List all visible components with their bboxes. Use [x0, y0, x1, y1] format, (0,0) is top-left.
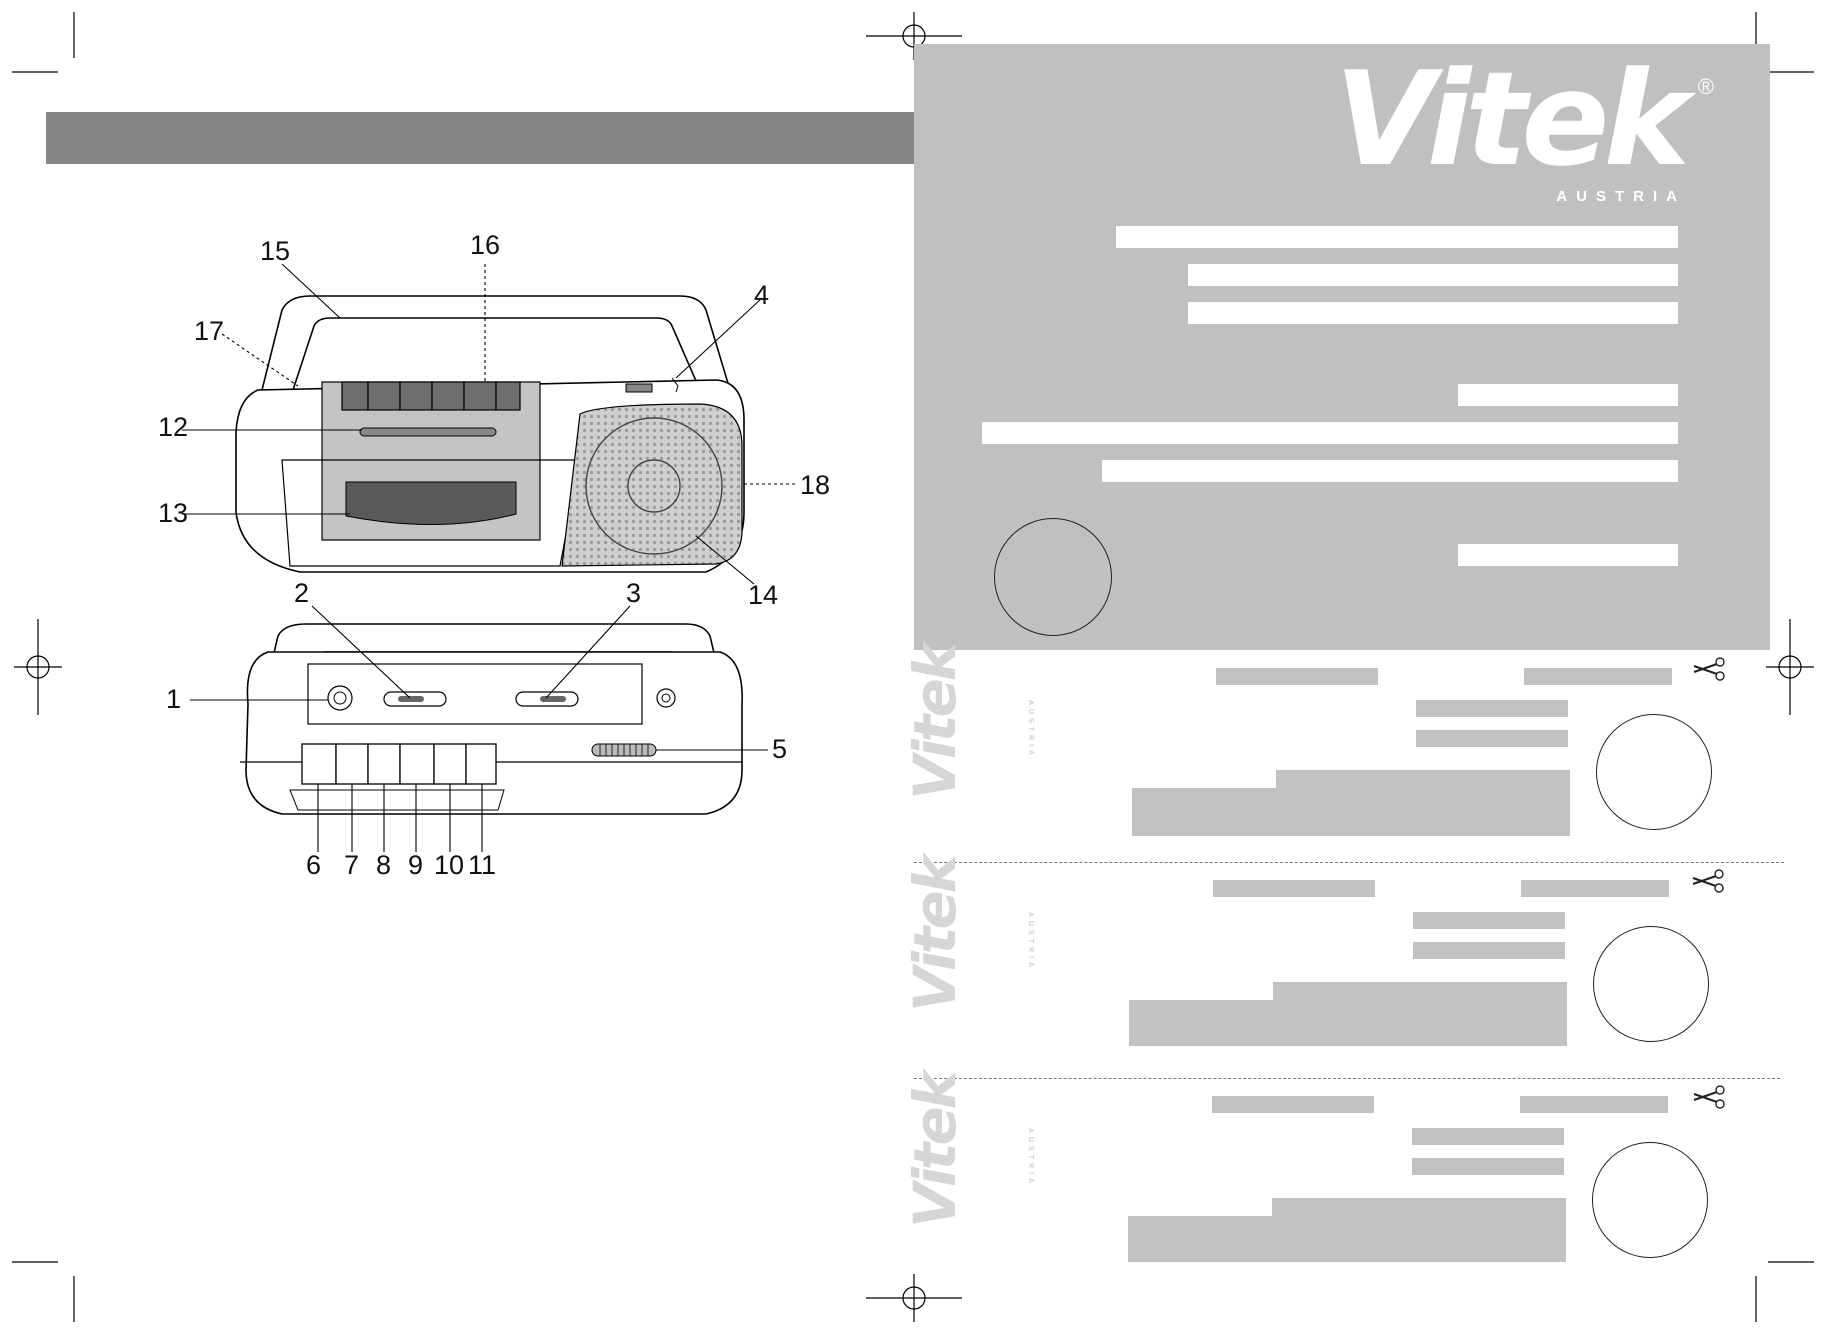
callout-16: 16 [470, 230, 501, 260]
coupon-logo-text: Vitek [901, 645, 969, 800]
coupon-field [1412, 1128, 1564, 1145]
speaker-cone [585, 417, 723, 555]
callout-7: 7 [344, 850, 360, 880]
registration-mark-icon [866, 1274, 962, 1322]
brand-logo-text: Vitek [1334, 43, 1690, 195]
coupon-field [1213, 880, 1375, 897]
callout-9: 9 [408, 850, 424, 880]
brand-subtitle: AUSTRIA [1556, 188, 1686, 205]
coupon-stamp-circle [1593, 926, 1709, 1042]
coupon-field [1413, 942, 1565, 959]
registration-mark-icon [1766, 619, 1814, 715]
form-field [1188, 264, 1678, 286]
coupon-text-block [1128, 1216, 1566, 1262]
callout-18: 18 [800, 470, 831, 500]
coupon-field [1212, 1096, 1374, 1113]
key-buttons [301, 743, 497, 785]
form-field [982, 422, 1678, 444]
coupon-field [1524, 668, 1672, 685]
coupon-logo: Vitek [901, 646, 969, 800]
coupon-logo-text: Vitek [901, 1073, 969, 1228]
callout-6: 6 [306, 850, 322, 880]
coupon-field [1413, 912, 1565, 929]
form-field [1458, 544, 1678, 566]
coupon-logo-subtitle: AUSTRIA [1027, 912, 1034, 972]
header-bar [46, 112, 914, 164]
cut-line [914, 862, 1784, 863]
coupon-logo-subtitle: AUSTRIA [1027, 1128, 1034, 1188]
device-top-view [190, 605, 768, 852]
coupon-text-block [1272, 1198, 1566, 1216]
coupon-field [1416, 700, 1568, 717]
scissors-icon [1693, 1085, 1725, 1109]
speaker-grille [561, 403, 743, 567]
callout-10: 10 [434, 850, 465, 880]
cassette-slot [359, 427, 497, 437]
registered-mark: ® [1697, 74, 1714, 99]
form-field [1102, 460, 1678, 482]
warranty-card: Vitek ® AUSTRIA [914, 44, 1770, 650]
callout-13: 13 [158, 498, 189, 528]
coupon: Vitek AUSTRIA [901, 858, 1781, 1079]
coupon-field [1521, 880, 1669, 897]
form-field [1188, 302, 1678, 324]
callout-11: 11 [468, 850, 497, 880]
scissors-icon [1692, 869, 1724, 893]
callout-1: 1 [166, 684, 182, 714]
coupon: Vitek AUSTRIA [901, 646, 1784, 863]
coupon-logo-subtitle: AUSTRIA [1027, 700, 1034, 760]
coupon-field [1520, 1096, 1668, 1113]
coupon-logo: Vitek [901, 858, 969, 1012]
coupon-text-block [1273, 982, 1567, 1000]
callout-12: 12 [158, 412, 189, 442]
stamp-circle [994, 518, 1112, 636]
coupon-text-block [1276, 770, 1570, 788]
callout-4: 4 [754, 280, 770, 310]
callout-14: 14 [748, 580, 779, 610]
brand-logo: Vitek [1334, 54, 1690, 184]
cut-line [914, 1078, 1780, 1079]
form-field [1458, 384, 1678, 406]
registration-mark-icon [14, 619, 62, 715]
coupon-stamp-circle [1592, 1142, 1708, 1258]
top-buttons [341, 381, 521, 411]
cassette-window [345, 481, 517, 525]
coupon-logo-text: Vitek [901, 857, 969, 1012]
coupon-field [1412, 1158, 1564, 1175]
scissors-icon [1693, 657, 1725, 681]
callout-2: 2 [294, 578, 310, 608]
callout-8: 8 [376, 850, 392, 880]
callout-17: 17 [194, 316, 225, 346]
callout-5: 5 [772, 734, 788, 764]
input-panel [307, 663, 643, 725]
callout-3: 3 [626, 578, 642, 608]
coupon-logo: Vitek [901, 1074, 969, 1228]
coupon: Vitek AUSTRIA [901, 1074, 1780, 1274]
coupon-field [1416, 730, 1568, 747]
callout-15: 15 [260, 236, 291, 266]
coupon-text-block [1132, 788, 1570, 836]
coupon-field [1216, 668, 1378, 685]
form-field [1116, 226, 1678, 248]
coupon-text-block [1129, 1000, 1567, 1046]
device-front-view [182, 263, 798, 585]
coupon-stamp-circle [1596, 714, 1712, 830]
